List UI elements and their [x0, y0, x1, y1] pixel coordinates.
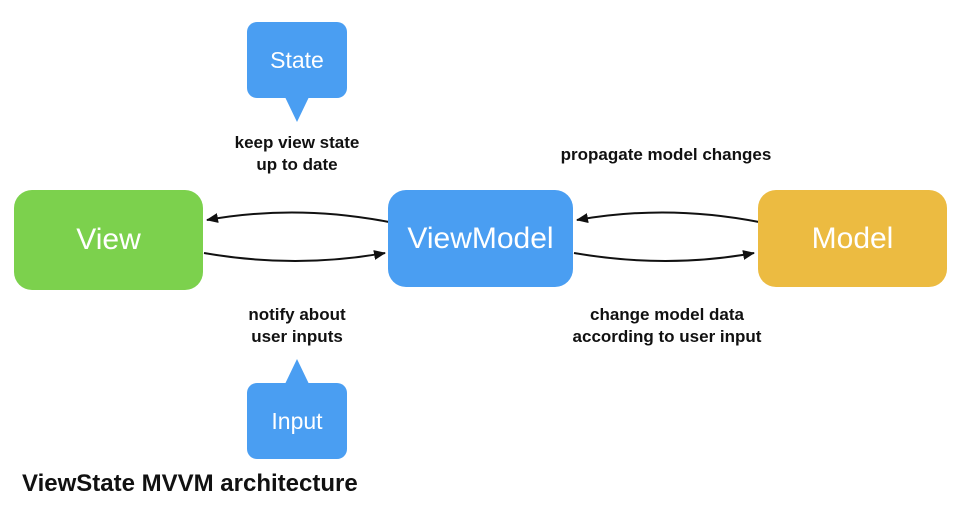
edge-label-line: propagate model changes — [560, 145, 772, 164]
edge-label-change-model-data: change model data according to user inpu… — [517, 304, 817, 348]
edge-label-propagate-model-changes: propagate model changes — [516, 144, 816, 166]
node-view: View — [14, 190, 203, 290]
callout-input-bubble: Input — [247, 383, 347, 459]
callout-state-bubble: State — [247, 22, 347, 98]
node-view-label: View — [76, 223, 141, 256]
arrow-model-to-viewmodel — [576, 211, 760, 223]
node-viewmodel-label: ViewModel — [407, 221, 554, 255]
node-model-label: Model — [811, 221, 894, 255]
edge-label-line: user inputs — [251, 327, 343, 346]
callout-state-label: State — [270, 46, 324, 73]
arrow-view-to-viewmodel — [203, 250, 386, 262]
edge-label-notify-user-inputs: notify about user inputs — [197, 304, 397, 348]
callout-state-tail — [285, 97, 309, 122]
edge-label-line: change model data — [590, 305, 744, 324]
edge-label-keep-view-state: keep view state up to date — [197, 132, 397, 176]
arrow-viewmodel-to-model — [573, 250, 755, 262]
edge-label-line: notify about — [248, 305, 346, 324]
diagram-title: ViewState MVVM architecture — [22, 470, 358, 497]
node-model: Model — [758, 190, 947, 287]
edge-label-line: according to user input — [572, 327, 762, 346]
arrow-viewmodel-to-view — [206, 211, 390, 223]
callout-input-label: Input — [271, 407, 323, 434]
callout-input-tail — [285, 359, 309, 384]
edge-label-line: up to date — [256, 155, 338, 174]
edge-label-line: keep view state — [234, 133, 360, 152]
node-viewmodel: ViewModel — [388, 190, 573, 287]
